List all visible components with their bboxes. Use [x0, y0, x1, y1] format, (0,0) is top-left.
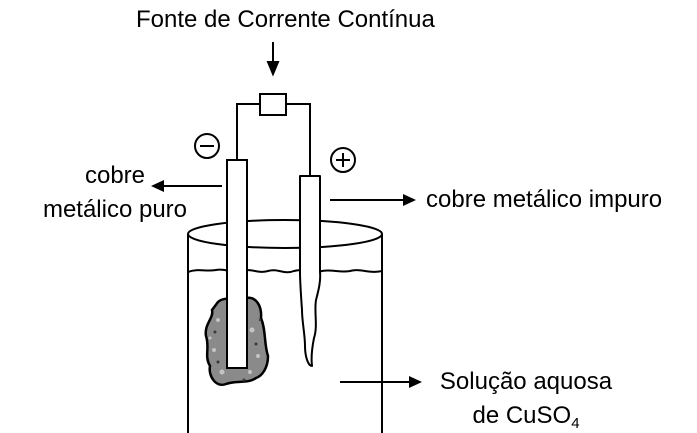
cathode-electrode	[226, 159, 248, 369]
cathode-label-line2: metálico puro	[42, 196, 188, 223]
anode-label: cobre metálico impuro	[426, 186, 663, 213]
anode-electrode	[299, 175, 322, 367]
anode-pointer-arrowhead	[403, 194, 416, 206]
cathode-pointer-arrowhead	[151, 180, 164, 192]
cathode-label-line1: cobre	[84, 162, 146, 189]
solution-pointer-arrowhead	[409, 376, 422, 388]
cathode-label: cobre metálico puro	[30, 162, 200, 224]
wire-right	[286, 103, 311, 176]
copper-deposit-texture	[208, 306, 260, 375]
copper-deposit-dark-texture	[213, 318, 262, 382]
wire-left	[236, 103, 260, 160]
source-pointer-arrowhead	[266, 61, 280, 77]
solution-formula: de CuSO	[472, 402, 572, 429]
beaker-rim	[187, 219, 383, 249]
solution-label-line1: Solução aquosa	[439, 368, 613, 395]
positive-terminal-circle	[330, 147, 356, 173]
solution-label-line2: de CuSO4	[424, 402, 628, 432]
power-source-label: Fonte de Corrente Contínua	[136, 6, 435, 33]
solution-label: Solução aquosa de CuSO4	[424, 368, 628, 432]
power-source-box	[259, 93, 287, 116]
solution-surface	[187, 268, 383, 274]
negative-terminal-circle	[194, 133, 220, 159]
solution-formula-subscript: 4	[571, 415, 580, 432]
